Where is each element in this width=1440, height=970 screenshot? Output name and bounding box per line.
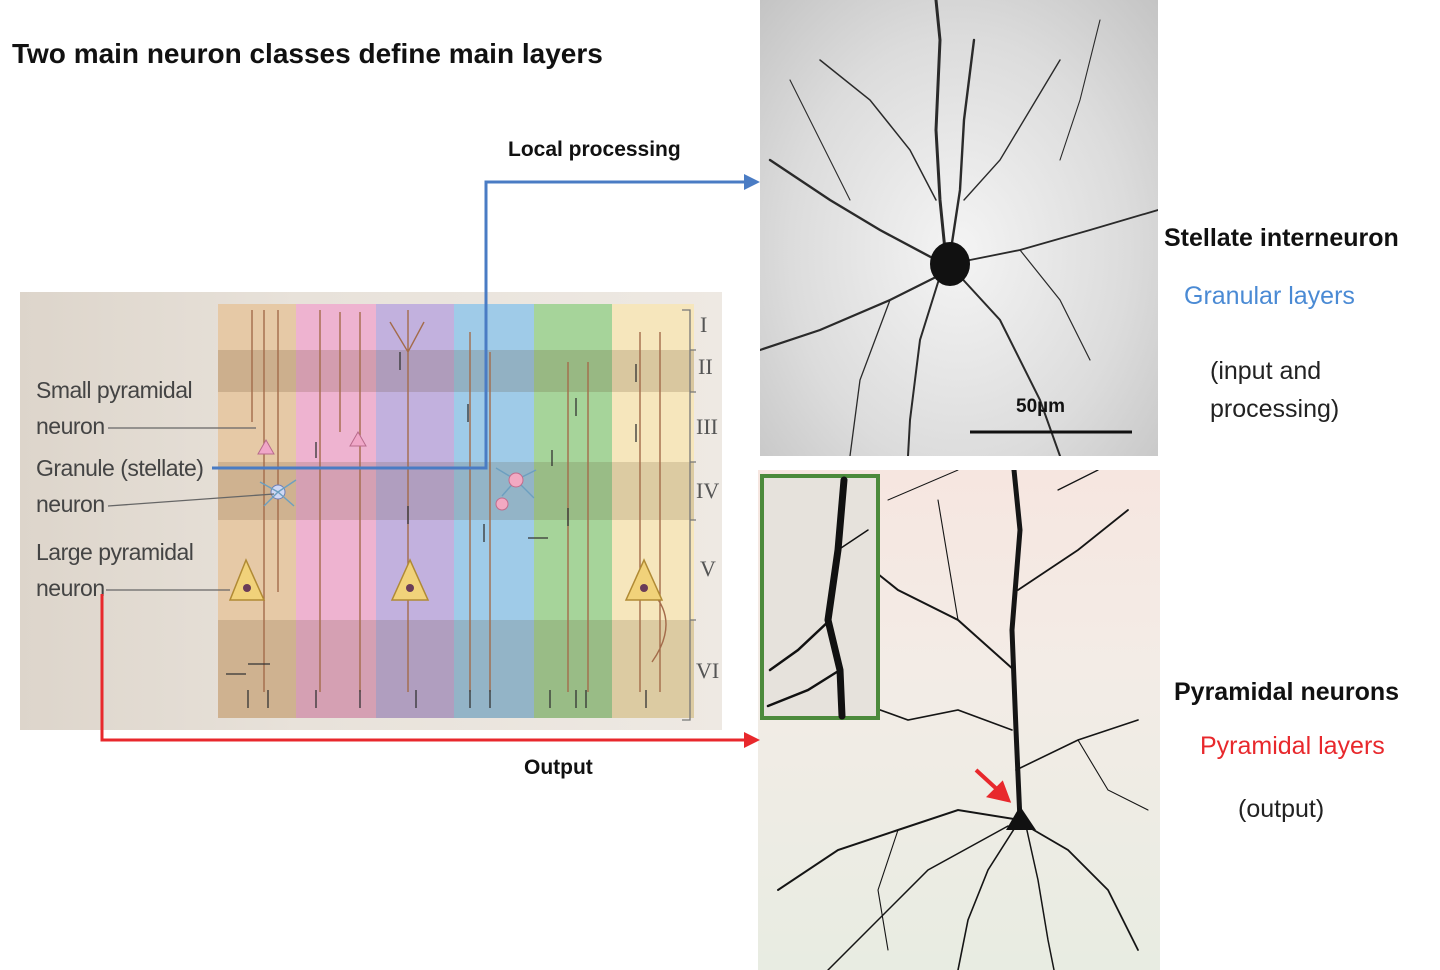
neuron-sketches xyxy=(106,309,696,721)
stellate-micrograph: 50µm xyxy=(760,0,1158,456)
column-purple xyxy=(376,304,454,718)
column-orange xyxy=(218,304,296,718)
column-pink xyxy=(296,304,376,718)
granular-layers-label: Granular layers xyxy=(1184,282,1355,310)
inset-frame xyxy=(760,474,880,720)
layer-band-vi xyxy=(218,620,694,718)
stellate-neuron-drawing xyxy=(760,0,1158,456)
cortical-layer-diagram: Small pyramidal neuron Granule (stellate… xyxy=(20,292,722,730)
pyramidal-neuron-drawing xyxy=(760,470,1149,970)
pyramidal-layers-label: Pyramidal layers xyxy=(1200,732,1385,760)
layer-label-iii: III xyxy=(696,414,718,439)
pyramidal-note: (output) xyxy=(1238,795,1325,823)
column-green xyxy=(534,304,612,718)
layer-label-vi: VI xyxy=(696,658,720,683)
granule-stellate-label: Granule (stellate) neuron xyxy=(36,455,204,517)
local-processing-arrow xyxy=(212,174,760,470)
local-processing-label: Local processing xyxy=(508,138,681,161)
pyramidal-title: Pyramidal neurons xyxy=(1174,678,1400,706)
stellate-note: (input and processing) xyxy=(1210,357,1340,423)
column-blue xyxy=(454,304,534,718)
layer-label-ii: II xyxy=(698,354,713,379)
stellate-title: Stellate interneuron xyxy=(1164,224,1399,252)
output-arrow xyxy=(100,594,760,748)
small-pyramidal-label: Small pyramidal neuron xyxy=(36,377,193,439)
column-yellow xyxy=(612,304,694,718)
pyramidal-micrograph xyxy=(758,470,1160,970)
layer-band-iv xyxy=(218,462,694,520)
page-title: Two main neuron classes define main laye… xyxy=(12,38,603,69)
scale-bar-label: 50µm xyxy=(1016,396,1065,417)
layer-band-ii xyxy=(218,350,694,392)
large-pyramidal-label: Large pyramidal neuron xyxy=(36,539,194,601)
layer-label-i: I xyxy=(700,312,708,337)
output-label: Output xyxy=(524,756,593,779)
layer-label-v: V xyxy=(700,556,716,581)
layer-label-iv: IV xyxy=(696,478,720,503)
